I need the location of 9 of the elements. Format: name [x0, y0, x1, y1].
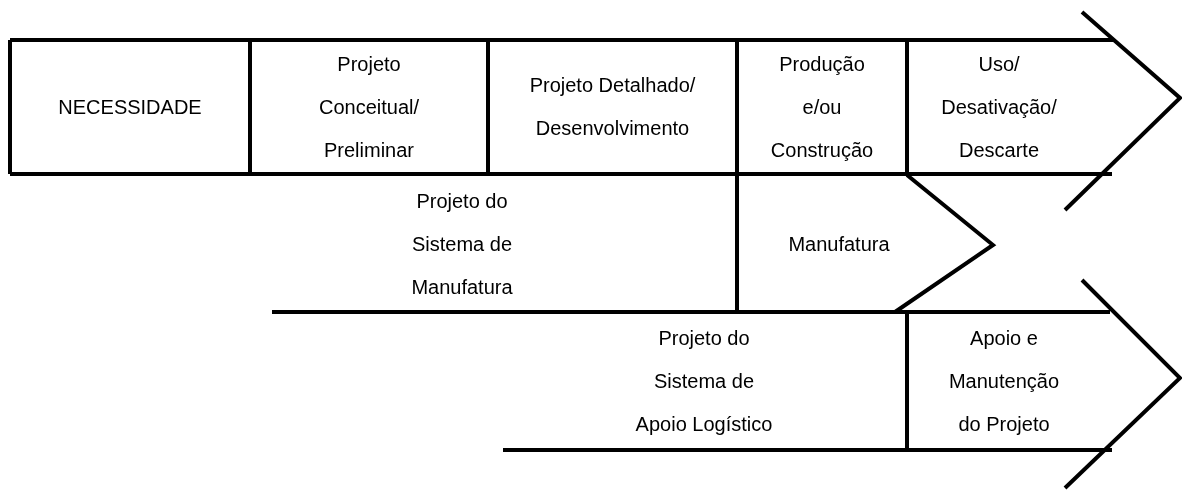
stage-label: Projeto Detalhado/ Desenvolvimento [528, 73, 697, 141]
stage-label: Projeto Conceitual/ Preliminar [317, 51, 421, 163]
stage-label: NECESSIDADE [58, 94, 202, 120]
stage-label: Projeto do Sistema de Manufatura [410, 188, 514, 300]
stage-label: Produção e/ou Construção [769, 51, 875, 163]
stage-label: Apoio e Manutenção do Projeto [947, 325, 1061, 437]
stage-label: Projeto do Sistema de Apoio Logístico [634, 325, 774, 437]
stage-label: Manufatura [788, 231, 890, 257]
stage-label: Uso/ Desativação/ Descarte [940, 51, 1058, 163]
